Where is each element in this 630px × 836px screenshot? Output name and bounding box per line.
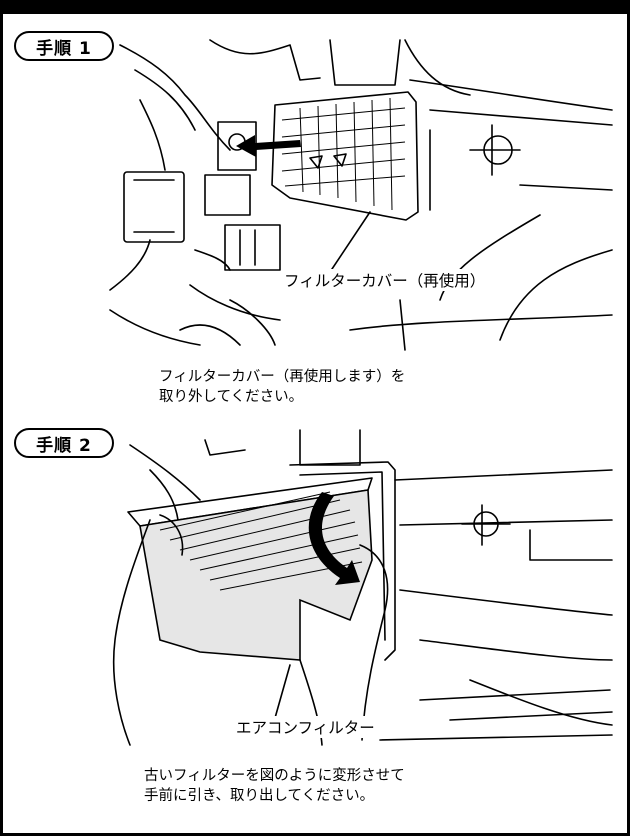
- filter-cover-callout: フィルターカバー（再使用）: [282, 269, 488, 291]
- ac-filter-callout: エアコンフィルター: [234, 716, 377, 738]
- step1-label: 手順 1: [14, 31, 114, 61]
- step1-caption: フィルターカバー（再使用します）を 取り外してください。: [159, 367, 405, 407]
- step2-label: 手順 2: [14, 428, 114, 458]
- step2-caption-line-2: 手前に引き、取り出してください。: [144, 788, 375, 804]
- step1-caption-line-1: フィルターカバー（再使用します）を: [159, 369, 406, 385]
- step2-caption: 古いフィルターを図のように変形させて 手前に引き、取り出してください。: [144, 766, 405, 806]
- step1-caption-line-2: 取り外してください。: [159, 389, 304, 405]
- step2-caption-line-1: 古いフィルターを図のように変形させて: [144, 768, 405, 784]
- step2-illustration: [112, 429, 613, 746]
- step1-illustration: [109, 39, 613, 351]
